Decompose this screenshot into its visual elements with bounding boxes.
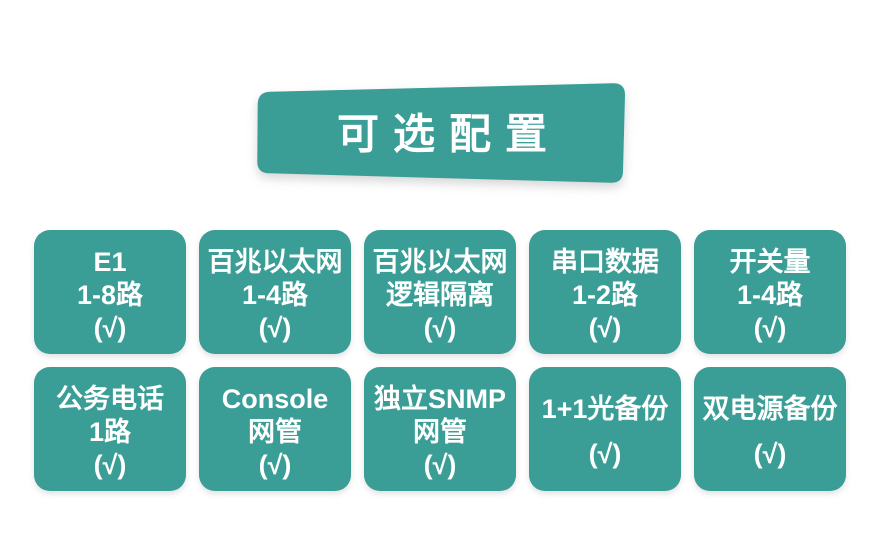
- card-subtitle: 网管: [413, 416, 467, 447]
- card-capacity: 1-8路: [76, 279, 144, 310]
- card-snmp: 独立SNMP 网管 (√): [364, 367, 516, 491]
- card-capacity: 1路: [88, 416, 132, 447]
- card-console: Console 网管 (√): [199, 367, 351, 491]
- card-subtitle: 逻辑隔离: [386, 279, 494, 310]
- card-optical-backup: 1+1光备份 (√): [529, 367, 681, 491]
- card-check: (√): [93, 449, 127, 480]
- card-title: E1: [93, 246, 127, 277]
- card-switch-signal: 开关量 1-4路 (√): [694, 230, 846, 354]
- card-capacity: 1-4路: [241, 279, 309, 310]
- card-check: (√): [753, 439, 787, 469]
- banner-background: [257, 83, 625, 183]
- card-title: 串口数据: [551, 246, 659, 277]
- card-title: Console: [221, 383, 329, 414]
- card-subtitle: 网管: [248, 416, 302, 447]
- card-title: 1+1光备份: [541, 394, 669, 424]
- card-title: 百兆以太网: [207, 246, 343, 277]
- card-check: (√): [423, 312, 457, 343]
- card-capacity: 1-2路: [571, 279, 639, 310]
- banner-shape: 可选配置: [257, 83, 625, 183]
- card-check: (√): [423, 449, 457, 480]
- card-check: (√): [93, 312, 127, 343]
- card-title: 开关量: [729, 246, 811, 277]
- card-check: (√): [258, 312, 292, 343]
- banner: 可选配置: [257, 82, 627, 184]
- card-service-phone: 公务电话 1路 (√): [34, 367, 186, 491]
- card-check: (√): [258, 449, 292, 480]
- card-fast-ethernet: 百兆以太网 1-4路 (√): [199, 230, 351, 354]
- card-serial-data: 串口数据 1-2路 (√): [529, 230, 681, 354]
- card-check: (√): [588, 439, 622, 469]
- card-check: (√): [588, 312, 622, 343]
- banner-title: 可选配置: [337, 111, 561, 158]
- card-fast-ethernet-isolation: 百兆以太网 逻辑隔离 (√): [364, 230, 516, 354]
- card-capacity: 1-4路: [736, 279, 804, 310]
- card-e1: E1 1-8路 (√): [34, 230, 186, 354]
- cards-grid: E1 1-8路 (√) 百兆以太网 1-4路 (√) 百兆以太网 逻辑隔离 (√…: [34, 230, 846, 491]
- card-title: 公务电话: [56, 383, 164, 414]
- card-title: 双电源备份: [702, 394, 838, 424]
- card-title: 独立SNMP: [373, 383, 506, 414]
- card-check: (√): [753, 312, 787, 343]
- card-dual-power-backup: 双电源备份 (√): [694, 367, 846, 491]
- card-title: 百兆以太网: [372, 246, 508, 277]
